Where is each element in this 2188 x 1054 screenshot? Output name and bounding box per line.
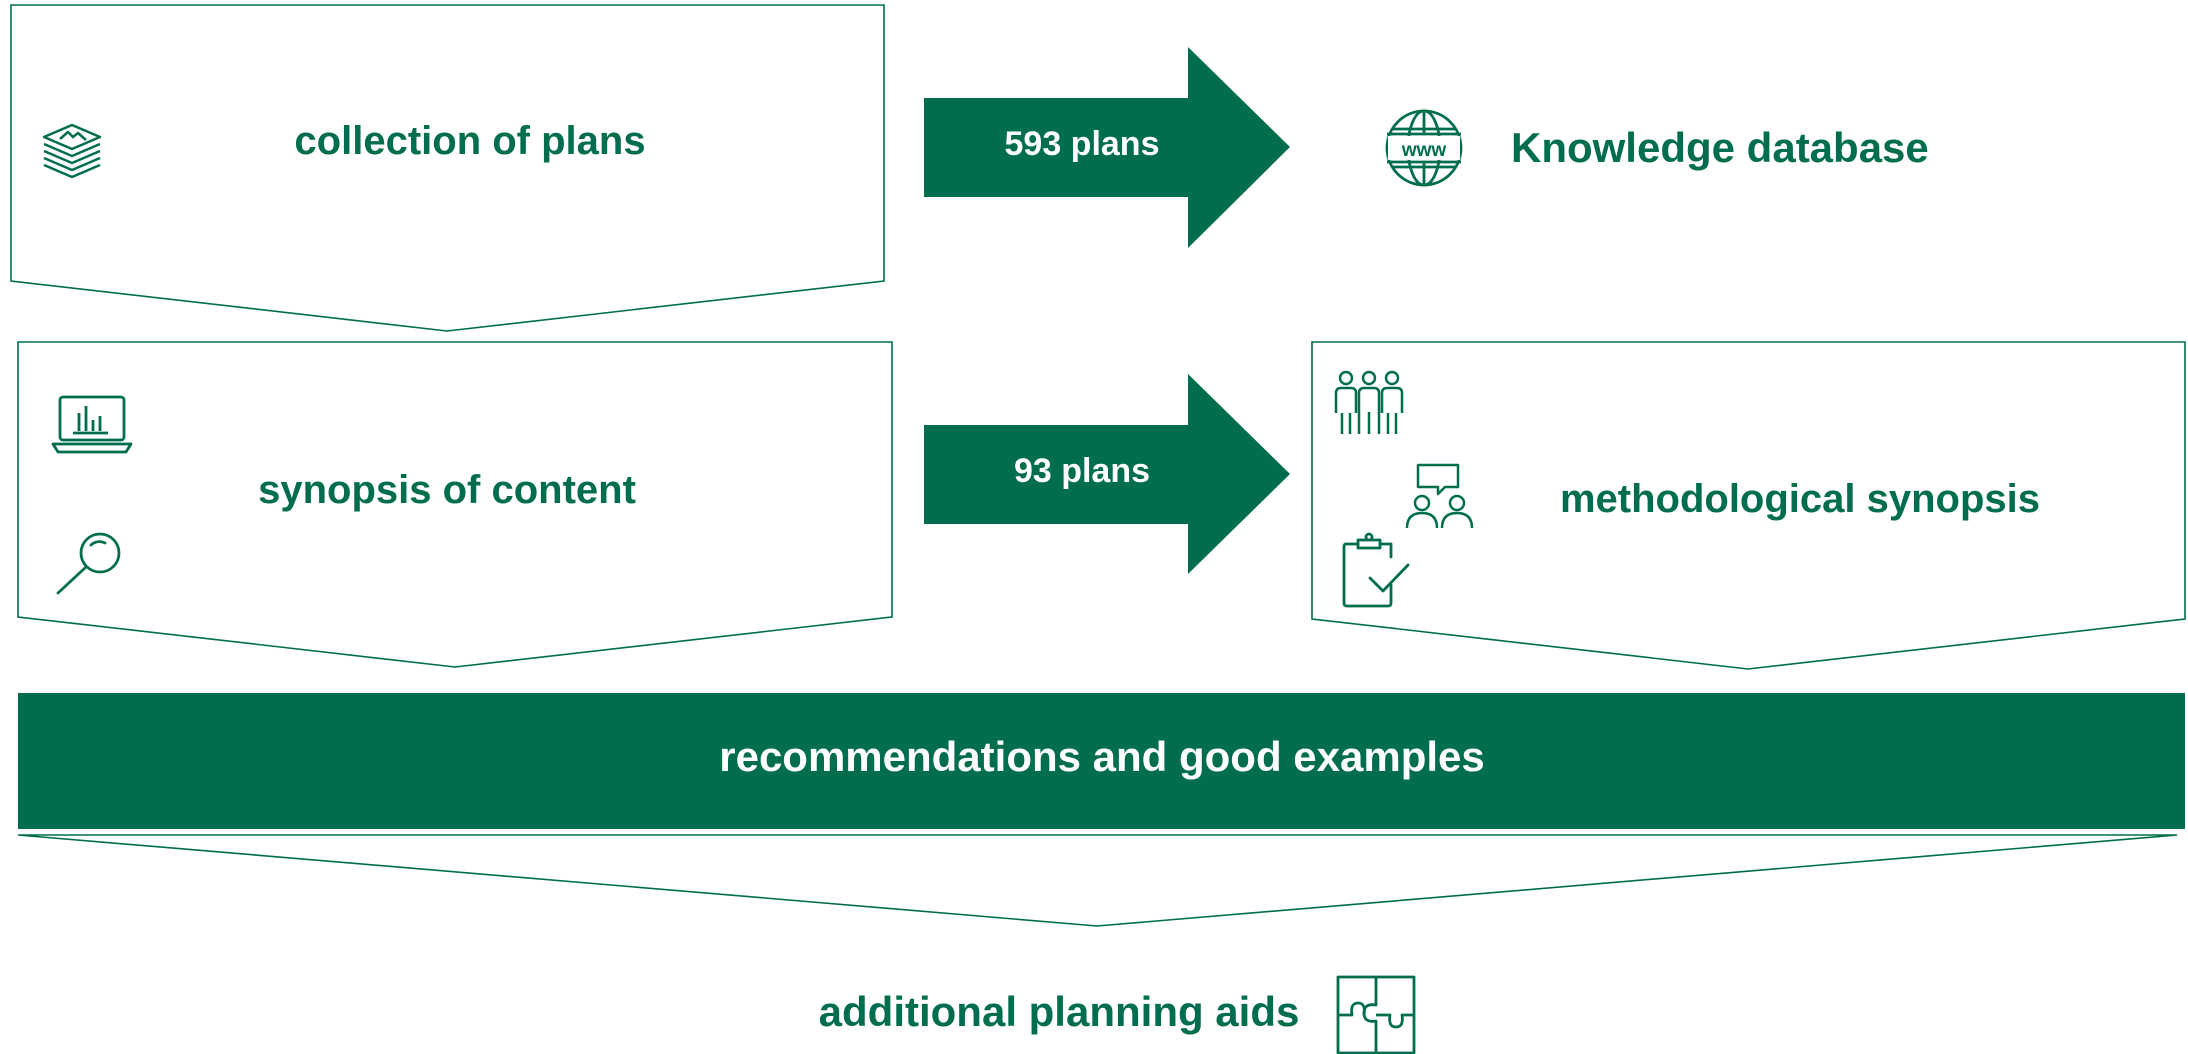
arrow-593-plans (924, 47, 1290, 248)
plans-stack-icon (42, 123, 102, 179)
laptop-chart-icon (51, 395, 133, 454)
puzzle-icon (1336, 975, 1416, 1054)
group-people-icon (1334, 370, 1404, 434)
recommendations-chevron (17, 834, 2178, 927)
discussion-icon (1405, 463, 1474, 529)
recommendations-label: recommendations and good examples (719, 733, 1485, 780)
arrow-93-label: 93 plans (1014, 452, 1150, 490)
knowledge-database-label: Knowledge database (1511, 124, 1929, 171)
globe-www-text: www (1401, 140, 1447, 161)
collection-label: collection of plans (294, 119, 645, 163)
arrow-593-label: 593 plans (1005, 125, 1160, 163)
planning-aids-label: additional planning aids (819, 988, 1300, 1035)
collection-box (10, 4, 885, 332)
clipboard-check-icon (1342, 532, 1410, 608)
synopsis-content-label: synopsis of content (258, 468, 636, 512)
magnifier-icon (56, 532, 121, 595)
globe-www-band (1388, 136, 1460, 160)
methodological-box (1311, 341, 2186, 670)
arrow-93-plans (924, 374, 1290, 574)
recommendations-banner (18, 693, 2185, 829)
methodological-synopsis-label: methodological synopsis (1560, 477, 2040, 521)
synopsis-content-box (17, 341, 893, 668)
